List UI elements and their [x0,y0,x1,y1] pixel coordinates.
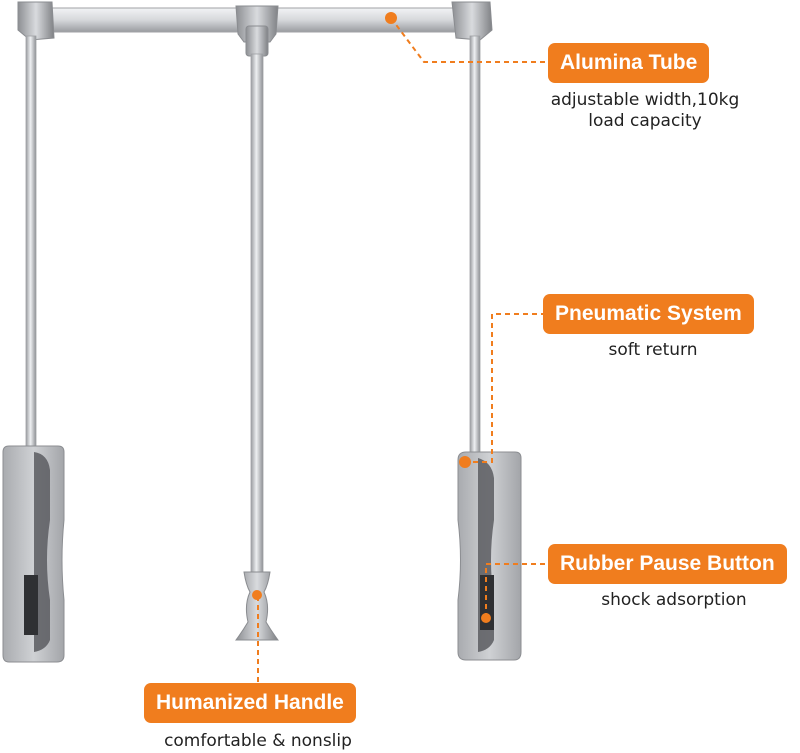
rubber-pause-button-desc: shock adsorption [601,590,747,610]
rubber-pause-button-label: Rubber Pause Button [548,544,787,584]
pneumatic-system-desc: soft return [608,340,698,360]
alumina-tube-label: Alumina Tube [548,43,710,83]
right-rod [469,35,481,461]
alumina-tube-desc: adjustable width,10kg load capacity [520,90,770,132]
alumina-tube-desc-line1: adjustable width,10kg [550,90,740,110]
leader-lines [257,17,550,702]
right-pneumatic-box [457,451,522,661]
handle-rod [250,53,264,575]
alumina-tube-desc-line2: load capacity [588,111,702,131]
humanized-handle-label: Humanized Handle [144,683,356,723]
humanized-handle-desc: comfortable & nonslip [164,731,352,751]
marker-dots [252,12,491,623]
left-pneumatic-box [2,445,65,663]
alumina-tube [17,1,493,57]
left-rod [25,35,37,457]
pneumatic-system-label: Pneumatic System [543,294,754,334]
